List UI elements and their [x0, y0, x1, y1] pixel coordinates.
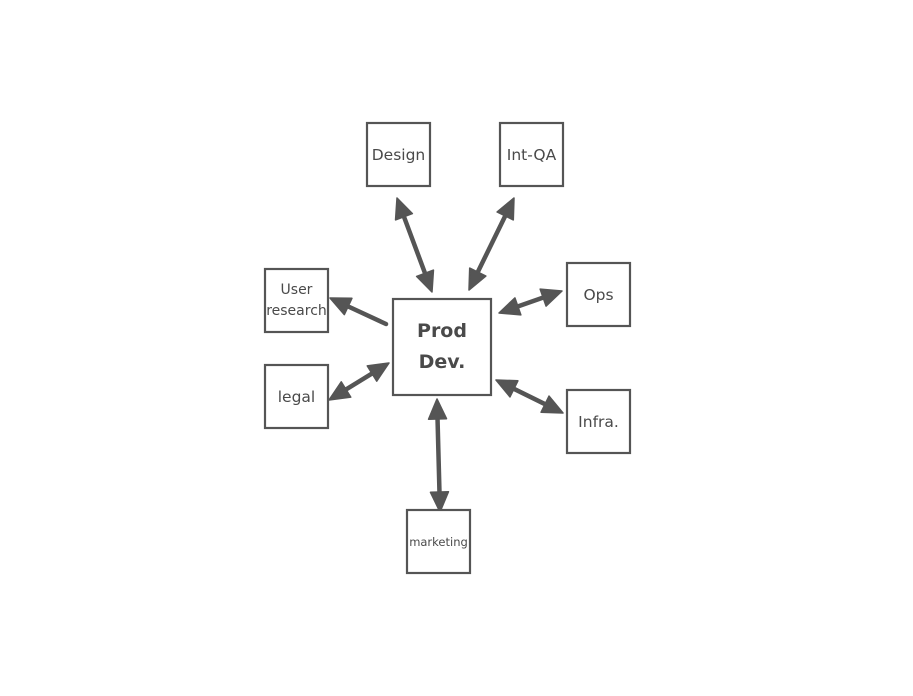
node-infra-box: [565, 388, 632, 455]
connector-user-research-line: [342, 302, 389, 327]
node-user-research-box: [263, 267, 330, 334]
connector-design-arrowhead-start: [394, 197, 414, 221]
node-legal: legal: [263, 363, 330, 430]
connector-legal-line: [340, 369, 378, 394]
node-user-research-label-line1: User: [281, 282, 313, 298]
connectors: [328, 197, 564, 513]
node-marketing: marketing: [405, 508, 472, 575]
node-int-qa-box: [498, 121, 565, 188]
connector-marketing: [427, 398, 450, 513]
connector-int-qa-arrowhead-start: [496, 197, 515, 221]
connector-ops-line: [511, 294, 550, 310]
node-ops: Ops: [565, 261, 632, 328]
node-marketing-box: [405, 508, 472, 575]
connector-marketing-line: [435, 412, 442, 499]
connector-legal-arrowhead-end: [328, 381, 352, 401]
node-user-research-label-line2: research: [266, 303, 327, 319]
connector-marketing-arrowhead-start: [427, 398, 448, 420]
connector-infra-arrowhead-start: [495, 379, 519, 398]
node-prod-dev-label-line1: Prod: [417, 320, 467, 342]
node-prod-dev-label-line2: Dev.: [419, 351, 466, 373]
connector-design-line: [400, 210, 429, 280]
node-marketing-label: marketing: [409, 535, 468, 549]
node-design-label: Design: [372, 146, 426, 164]
connector-int-qa: [468, 197, 515, 291]
node-int-qa: Int-QA: [498, 121, 565, 188]
connector-ops: [498, 288, 563, 316]
connector-user-research-arrowhead-end: [329, 297, 353, 316]
connector-int-qa-arrowhead-end: [468, 267, 487, 291]
connector-ops-arrowhead-start: [498, 297, 522, 316]
connector-user-research: [329, 297, 389, 327]
connector-ops-arrowhead-end: [539, 288, 563, 307]
connector-infra-line: [508, 384, 551, 409]
connector-int-qa-line: [473, 210, 510, 278]
node-user-research: User research: [263, 267, 330, 334]
connector-marketing-arrowhead-end: [429, 491, 450, 513]
node-legal-box: [263, 363, 330, 430]
connector-legal: [328, 362, 390, 401]
node-infra-label: Infra.: [578, 413, 619, 431]
node-design: Design: [365, 121, 432, 188]
node-legal-label: legal: [278, 388, 316, 406]
node-ops-label: Ops: [583, 286, 613, 304]
node-prod-dev-box: [391, 297, 493, 397]
connector-infra: [495, 379, 564, 414]
node-design-box: [365, 121, 432, 188]
node-int-qa-label: Int-QA: [507, 146, 557, 164]
connector-legal-arrowhead-start: [366, 362, 390, 382]
node-prod-dev: Prod Dev.: [391, 297, 493, 397]
connector-design: [394, 197, 435, 293]
connector-infra-arrowhead-end: [540, 395, 564, 414]
connector-design-arrowhead-end: [415, 269, 435, 293]
node-infra: Infra.: [565, 388, 632, 455]
node-ops-box: [565, 261, 632, 328]
